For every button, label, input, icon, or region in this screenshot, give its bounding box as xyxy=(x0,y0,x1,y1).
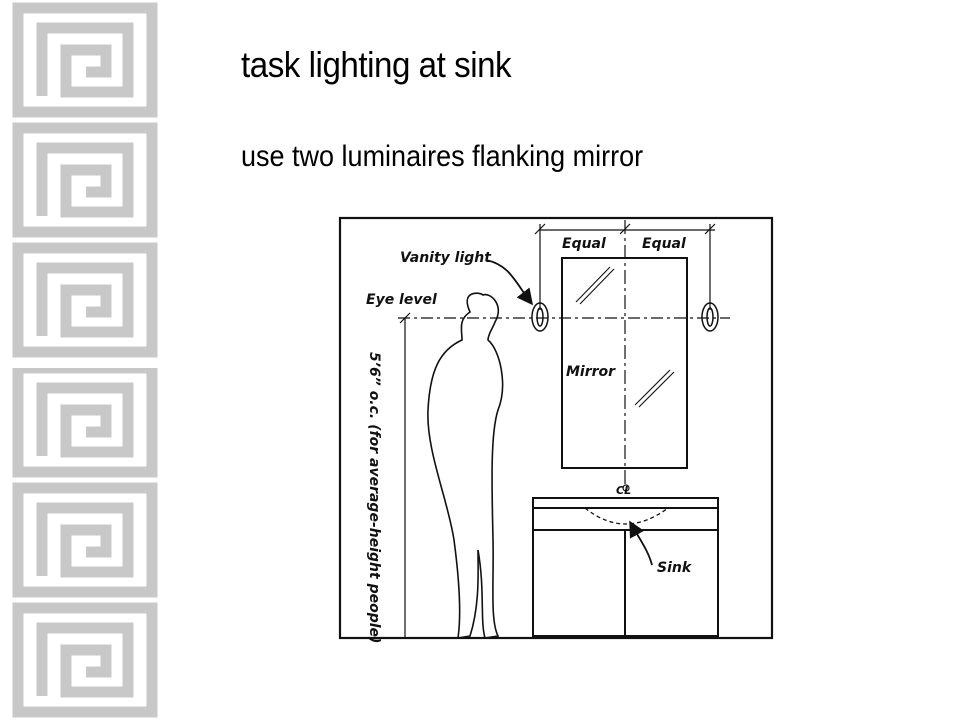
diagram-frame xyxy=(338,216,774,640)
mirror xyxy=(561,257,688,469)
sink-bowl xyxy=(584,507,669,525)
equal-dimension xyxy=(534,223,716,310)
label-sink: Sink xyxy=(657,560,693,576)
label-equal-right: Equal xyxy=(642,236,686,252)
label-centerline: CL xyxy=(616,484,631,497)
label-height-note: 5’6” o.c. (for average-height people) xyxy=(366,352,382,643)
label-mirror: Mirror xyxy=(566,364,616,380)
slide-subtitle: use two luminaires flanking mirror xyxy=(241,140,644,173)
label-eye-level: Eye level xyxy=(366,292,437,308)
vanity-light-right xyxy=(701,302,719,332)
greek-key-border xyxy=(0,0,160,720)
vanity-cabinet xyxy=(532,497,719,637)
slide-title: task lighting at sink xyxy=(241,44,512,85)
sink-arrow xyxy=(629,520,653,566)
mirror-glare xyxy=(575,266,675,408)
vanity-light-arrow xyxy=(485,259,533,306)
label-equal-left: Equal xyxy=(562,236,606,252)
height-dimension xyxy=(399,312,411,638)
person-silhouette xyxy=(427,292,504,639)
vanity-lighting-diagram: Equal Equal Vanity light Eye level Mirro… xyxy=(338,216,774,643)
vanity-light-left xyxy=(531,302,549,332)
label-vanity-light: Vanity light xyxy=(400,250,492,266)
